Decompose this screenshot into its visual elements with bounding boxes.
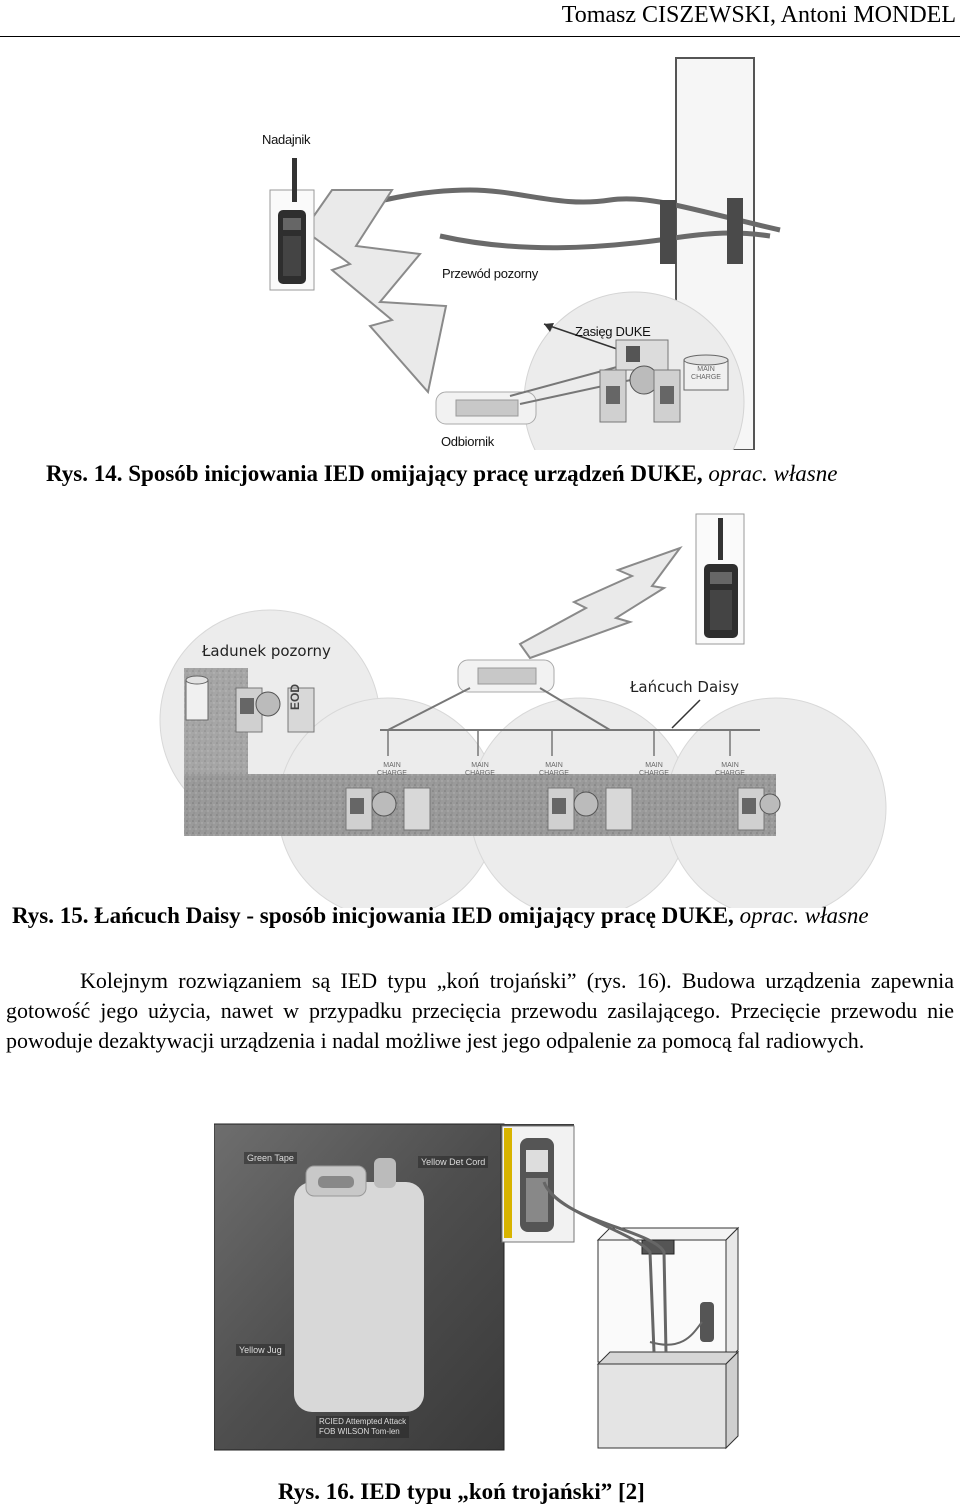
figure-16: Green Tape Yellow Det Cord Yellow Jug RC… — [214, 1122, 754, 1452]
label-main-charge-3-line1: MAIN — [545, 762, 563, 769]
label-green-tape: Green Tape — [244, 1152, 297, 1164]
page-header: Tomasz CISZEWSKI, Antoni MONDEL — [0, 0, 960, 37]
label-rcied-line1: RCIED Attempted Attack — [319, 1417, 407, 1426]
dummy-wire — [309, 187, 781, 233]
figure-14: Nadajnik Przewód pozorny Zasięg DUKE Odb… — [0, 40, 960, 450]
figure-14-caption: Rys. 14. Sposób inicjowania IED omijając… — [46, 461, 837, 487]
receiver-device-icon-2 — [457, 659, 555, 693]
duke-robot-icon — [599, 339, 681, 423]
duke-robot-icon-1 — [345, 787, 431, 831]
range-arrowhead — [544, 323, 554, 332]
lightning-bolt-2 — [518, 545, 683, 660]
label-eod: EOD — [288, 683, 302, 710]
duke-robot-icon-2 — [547, 787, 633, 831]
receiver-device-icon — [435, 391, 537, 425]
label-main-charge-1-line2: CHARGE — [377, 770, 407, 777]
body-paragraph: Kolejnym rozwiązaniem są IED typu „koń t… — [6, 966, 954, 1056]
label-main-charge: MAIN CHARGE — [688, 366, 724, 382]
label-main-charge-3: MAIN CHARGE — [536, 762, 572, 778]
label-duke-range: Zasięg DUKE — [575, 324, 651, 339]
label-yellow-jug: Yellow Jug — [236, 1344, 285, 1356]
label-main-charge-5: MAIN CHARGE — [712, 762, 748, 778]
radio-transmitter-icon — [269, 158, 315, 291]
figure-16-drawing — [214, 1123, 740, 1451]
label-receiver: Odbiornik — [441, 434, 494, 449]
figure-14-drawing — [269, 57, 781, 450]
dummy-charge-barrel-icon — [185, 675, 209, 721]
label-main-charge-1: MAIN CHARGE — [374, 762, 410, 778]
label-yellow-det-cord: Yellow Det Cord — [418, 1156, 489, 1168]
label-main-charge-4-line1: MAIN — [645, 762, 663, 769]
pole-clamp-right — [727, 198, 743, 264]
label-daisy-chain: Łańcuch Daisy — [630, 678, 740, 696]
figure-15-caption: Rys. 15. Łańcuch Daisy - sposób inicjowa… — [12, 903, 869, 929]
label-main-charge-1-line1: MAIN — [383, 762, 401, 769]
daisy-chain-arrow — [671, 699, 701, 729]
receiver-wire-1 — [509, 363, 629, 397]
label-main-charge-line1: MAIN — [697, 366, 715, 373]
mobile-phone-photo — [501, 1125, 575, 1243]
ground-strip — [184, 774, 776, 836]
label-dummy-wire: Przewód pozorny — [442, 266, 538, 281]
trojan-horse-box-diagram — [542, 1181, 740, 1450]
paragraph-text: Kolejnym rozwiązaniem są IED typu „koń t… — [6, 968, 954, 1053]
label-main-charge-2-line2: CHARGE — [465, 770, 495, 777]
daisy-wire-a — [387, 687, 471, 731]
figure-15-drawing — [159, 513, 887, 908]
label-main-charge-3-line2: CHARGE — [539, 770, 569, 777]
label-main-charge-4-line2: CHARGE — [639, 770, 669, 777]
label-transmitter: Nadajnik — [262, 132, 311, 147]
figure-15-caption-main: Rys. 15. Łańcuch Daisy - sposób inicjowa… — [12, 903, 734, 928]
label-dummy-charge: Ładunek pozorny — [202, 642, 331, 660]
label-rcied: RCIED Attempted Attack FOB WILSON Tom-le… — [316, 1416, 410, 1438]
label-main-charge-4: MAIN CHARGE — [636, 762, 672, 778]
figure-15: Ładunek pozorny Łańcuch Daisy EOD MAIN C… — [0, 508, 960, 908]
figure-16-caption: Rys. 16. IED typu „koń trojański” [2] — [278, 1479, 645, 1504]
header-authors: Tomasz CISZEWSKI, Antoni MONDEL — [561, 2, 956, 28]
daisy-wire-b — [539, 687, 611, 731]
radio-transmitter-icon-2 — [695, 513, 745, 645]
jerrycan-icon — [294, 1158, 424, 1412]
lightning-bolt — [302, 189, 448, 395]
duke-robot-icon-3 — [737, 787, 781, 831]
figure-14-caption-main: Rys. 14. Sposób inicjowania IED omijając… — [46, 461, 703, 486]
label-main-charge-5-line2: CHARGE — [715, 770, 745, 777]
figure-14-caption-source: oprac. własne — [702, 461, 838, 486]
label-main-charge-2-line1: MAIN — [471, 762, 489, 769]
label-main-charge-2: MAIN CHARGE — [462, 762, 498, 778]
label-main-charge-line2: CHARGE — [691, 374, 721, 381]
figure-15-caption-source: oprac. własne — [733, 903, 869, 928]
pole-clamp-left — [660, 200, 676, 264]
label-rcied-line2: FOB WILSON Tom-len — [319, 1427, 400, 1436]
label-main-charge-5-line1: MAIN — [721, 762, 739, 769]
range-arrow — [543, 323, 621, 351]
main-charge-barrel-icon — [683, 354, 729, 391]
eod-robot-icon — [235, 687, 315, 733]
